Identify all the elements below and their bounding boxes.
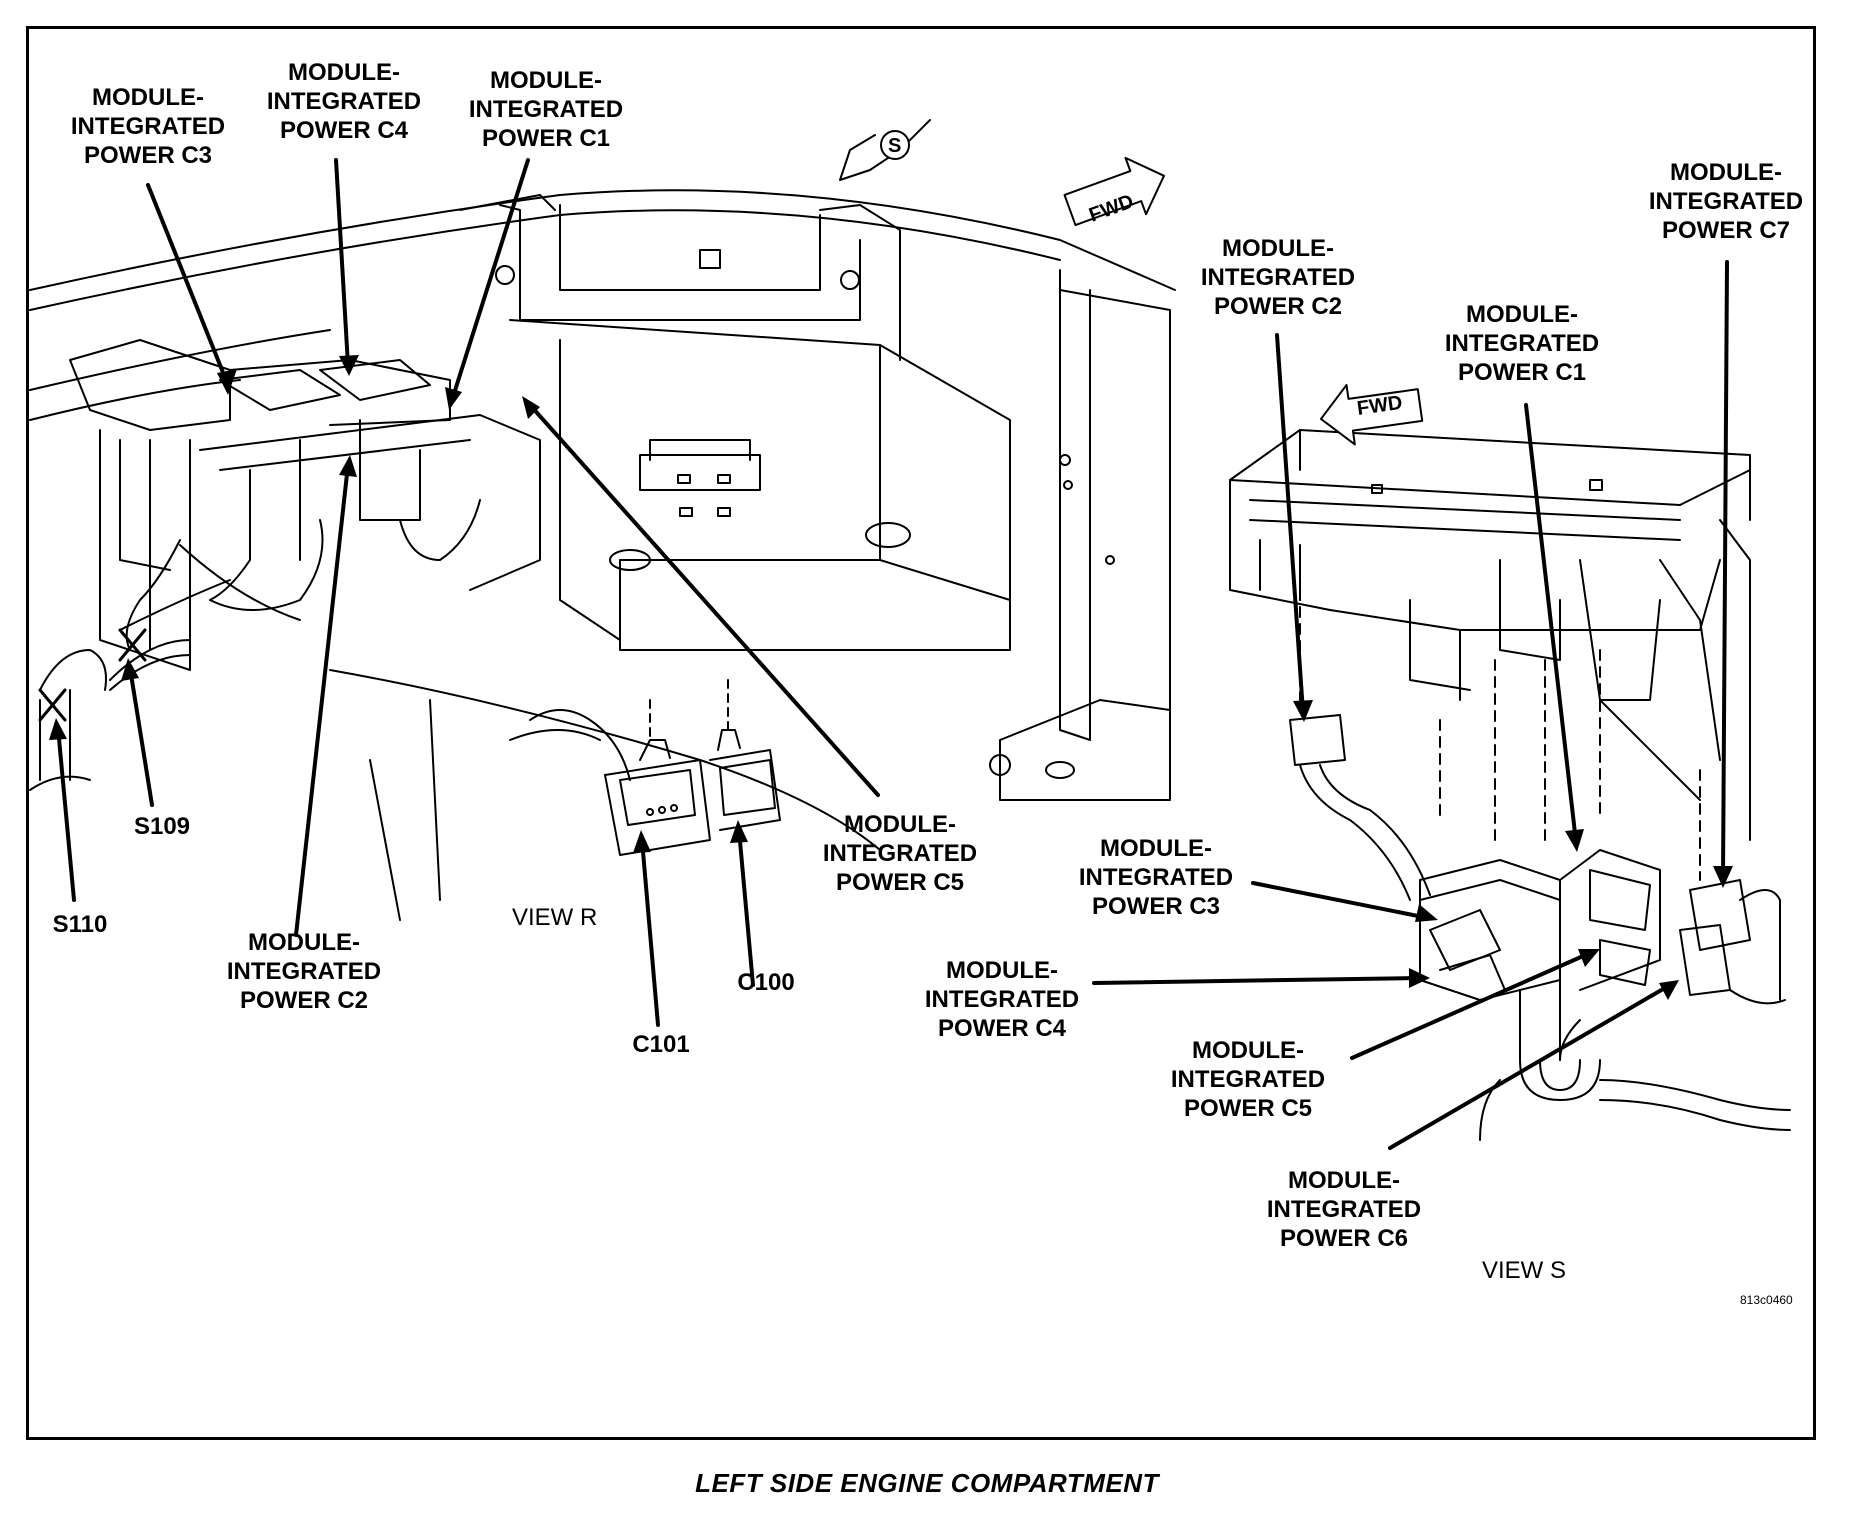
label-left-ipm-c2: MODULE- INTEGRATED POWER C2 <box>226 929 382 1014</box>
view-s-marker-text: S <box>888 135 901 157</box>
label-right-ipm-c4: MODULE- INTEGRATED POWER C4 <box>924 957 1080 1042</box>
label-right-ipm-c7: MODULE- INTEGRATED POWER C7 <box>1648 159 1804 244</box>
label-s109: S109 <box>133 813 191 840</box>
label-c101: C101 <box>632 1031 690 1058</box>
fwd-arrow-left-view <box>1063 156 1165 227</box>
label-right-ipm-c6: MODULE- INTEGRATED POWER C6 <box>1266 1167 1422 1252</box>
figure-caption: LEFT SIDE ENGINE COMPARTMENT <box>695 1468 1159 1498</box>
label-left-ipm-c3: MODULE- INTEGRATED POWER C3 <box>70 84 226 169</box>
figure-frame <box>26 26 1816 1440</box>
label-left-ipm-c5: MODULE- INTEGRATED POWER C5 <box>822 811 978 896</box>
left-view-artwork <box>29 189 1176 921</box>
label-left-ipm-c4: MODULE- INTEGRATED POWER C4 <box>266 59 422 144</box>
label-left-ipm-c1: MODULE- INTEGRATED POWER C1 <box>468 67 624 152</box>
label-s110: S110 <box>52 911 108 938</box>
label-right-ipm-c5: MODULE- INTEGRATED POWER C5 <box>1170 1037 1326 1122</box>
label-right-ipm-c2: MODULE- INTEGRATED POWER C2 <box>1200 235 1356 320</box>
right-view-artwork <box>1229 429 1791 1141</box>
figure-code: 813c0460 <box>1740 1293 1793 1307</box>
label-view-s: VIEW S <box>1482 1257 1567 1284</box>
view-s-marker <box>839 119 931 181</box>
label-view-r: VIEW R <box>512 904 598 931</box>
fwd-arrow-right-view <box>1319 384 1424 446</box>
arrow-heads <box>49 355 1733 1000</box>
leader-lines <box>56 158 1729 1150</box>
label-c100: C100 <box>737 969 795 996</box>
label-right-ipm-c1: MODULE- INTEGRATED POWER C1 <box>1444 301 1600 386</box>
label-right-ipm-c3: MODULE- INTEGRATED POWER C3 <box>1078 835 1234 920</box>
